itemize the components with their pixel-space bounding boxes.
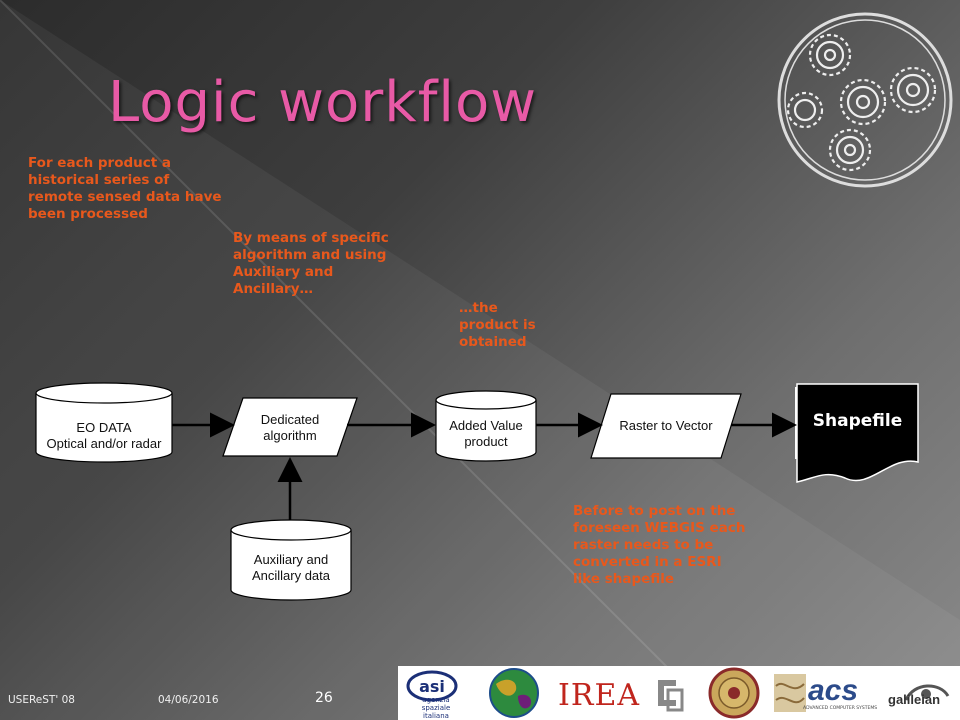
auxiliary-label: Auxiliary and Ancillary data <box>231 552 351 584</box>
partner-logos: asi agenzia spaziale italiana IREA acs A… <box>398 666 960 720</box>
page-number: 26 <box>315 690 333 706</box>
note-specific-algorithm: By means of specific algorithm and using… <box>233 230 389 297</box>
algorithm-line2: algorithm <box>263 428 317 443</box>
shapefile-label: Shapefile <box>812 411 903 431</box>
seal-logo <box>708 667 760 719</box>
svg-text:asi: asi <box>419 677 445 696</box>
raster-vector-label: Raster to Vector <box>601 418 731 434</box>
galileian-mark <box>904 684 950 701</box>
cnr-logo <box>658 680 684 712</box>
acs-logo: acs <box>808 674 859 707</box>
galileian-logo: galileian <box>888 692 941 707</box>
note-shapefile-conversion: Before to post on the foreseen WEBGIS ea… <box>573 503 746 587</box>
footer-event: USEReST' 08 <box>8 694 75 706</box>
added-value-line2: product <box>464 434 508 449</box>
footer-date: 04/06/2016 <box>158 694 219 706</box>
shapefile-document <box>795 383 919 483</box>
algorithm-line1: Dedicated <box>260 412 320 427</box>
gears-icon <box>777 12 953 188</box>
page-title: Logic workflow <box>108 70 538 135</box>
asi-text: agenzia spaziale italiana <box>421 696 451 720</box>
added-value-line1: Added Value <box>449 418 523 433</box>
note-product-obtained: …the product is obtained <box>459 300 536 350</box>
irea-logo: IREA <box>558 678 641 713</box>
eo-data-line2: Optical and/or radar <box>46 436 162 451</box>
note-historical-series: For each product a historical series of … <box>28 155 222 222</box>
eo-data-label: EO DATA Optical and/or radar <box>36 420 172 452</box>
asi-logo: asi <box>406 670 458 702</box>
eo-data-cylinder <box>35 382 173 463</box>
acs-subtitle: ADVANCED COMPUTER SYSTEMS <box>803 706 878 711</box>
eo-data-line1: EO DATA <box>76 420 132 435</box>
added-value-label: Added Value product <box>436 418 536 450</box>
globe-logo <box>489 668 539 718</box>
map-logo <box>774 674 806 712</box>
auxiliary-line2: Ancillary data <box>251 568 331 583</box>
auxiliary-line1: Auxiliary and <box>253 552 329 567</box>
auxiliary-cylinder <box>230 519 352 601</box>
raster-vector-line1: Raster to Vector <box>619 418 713 433</box>
added-value-cylinder <box>435 390 537 462</box>
algorithm-label: Dedicated algorithm <box>233 412 347 444</box>
